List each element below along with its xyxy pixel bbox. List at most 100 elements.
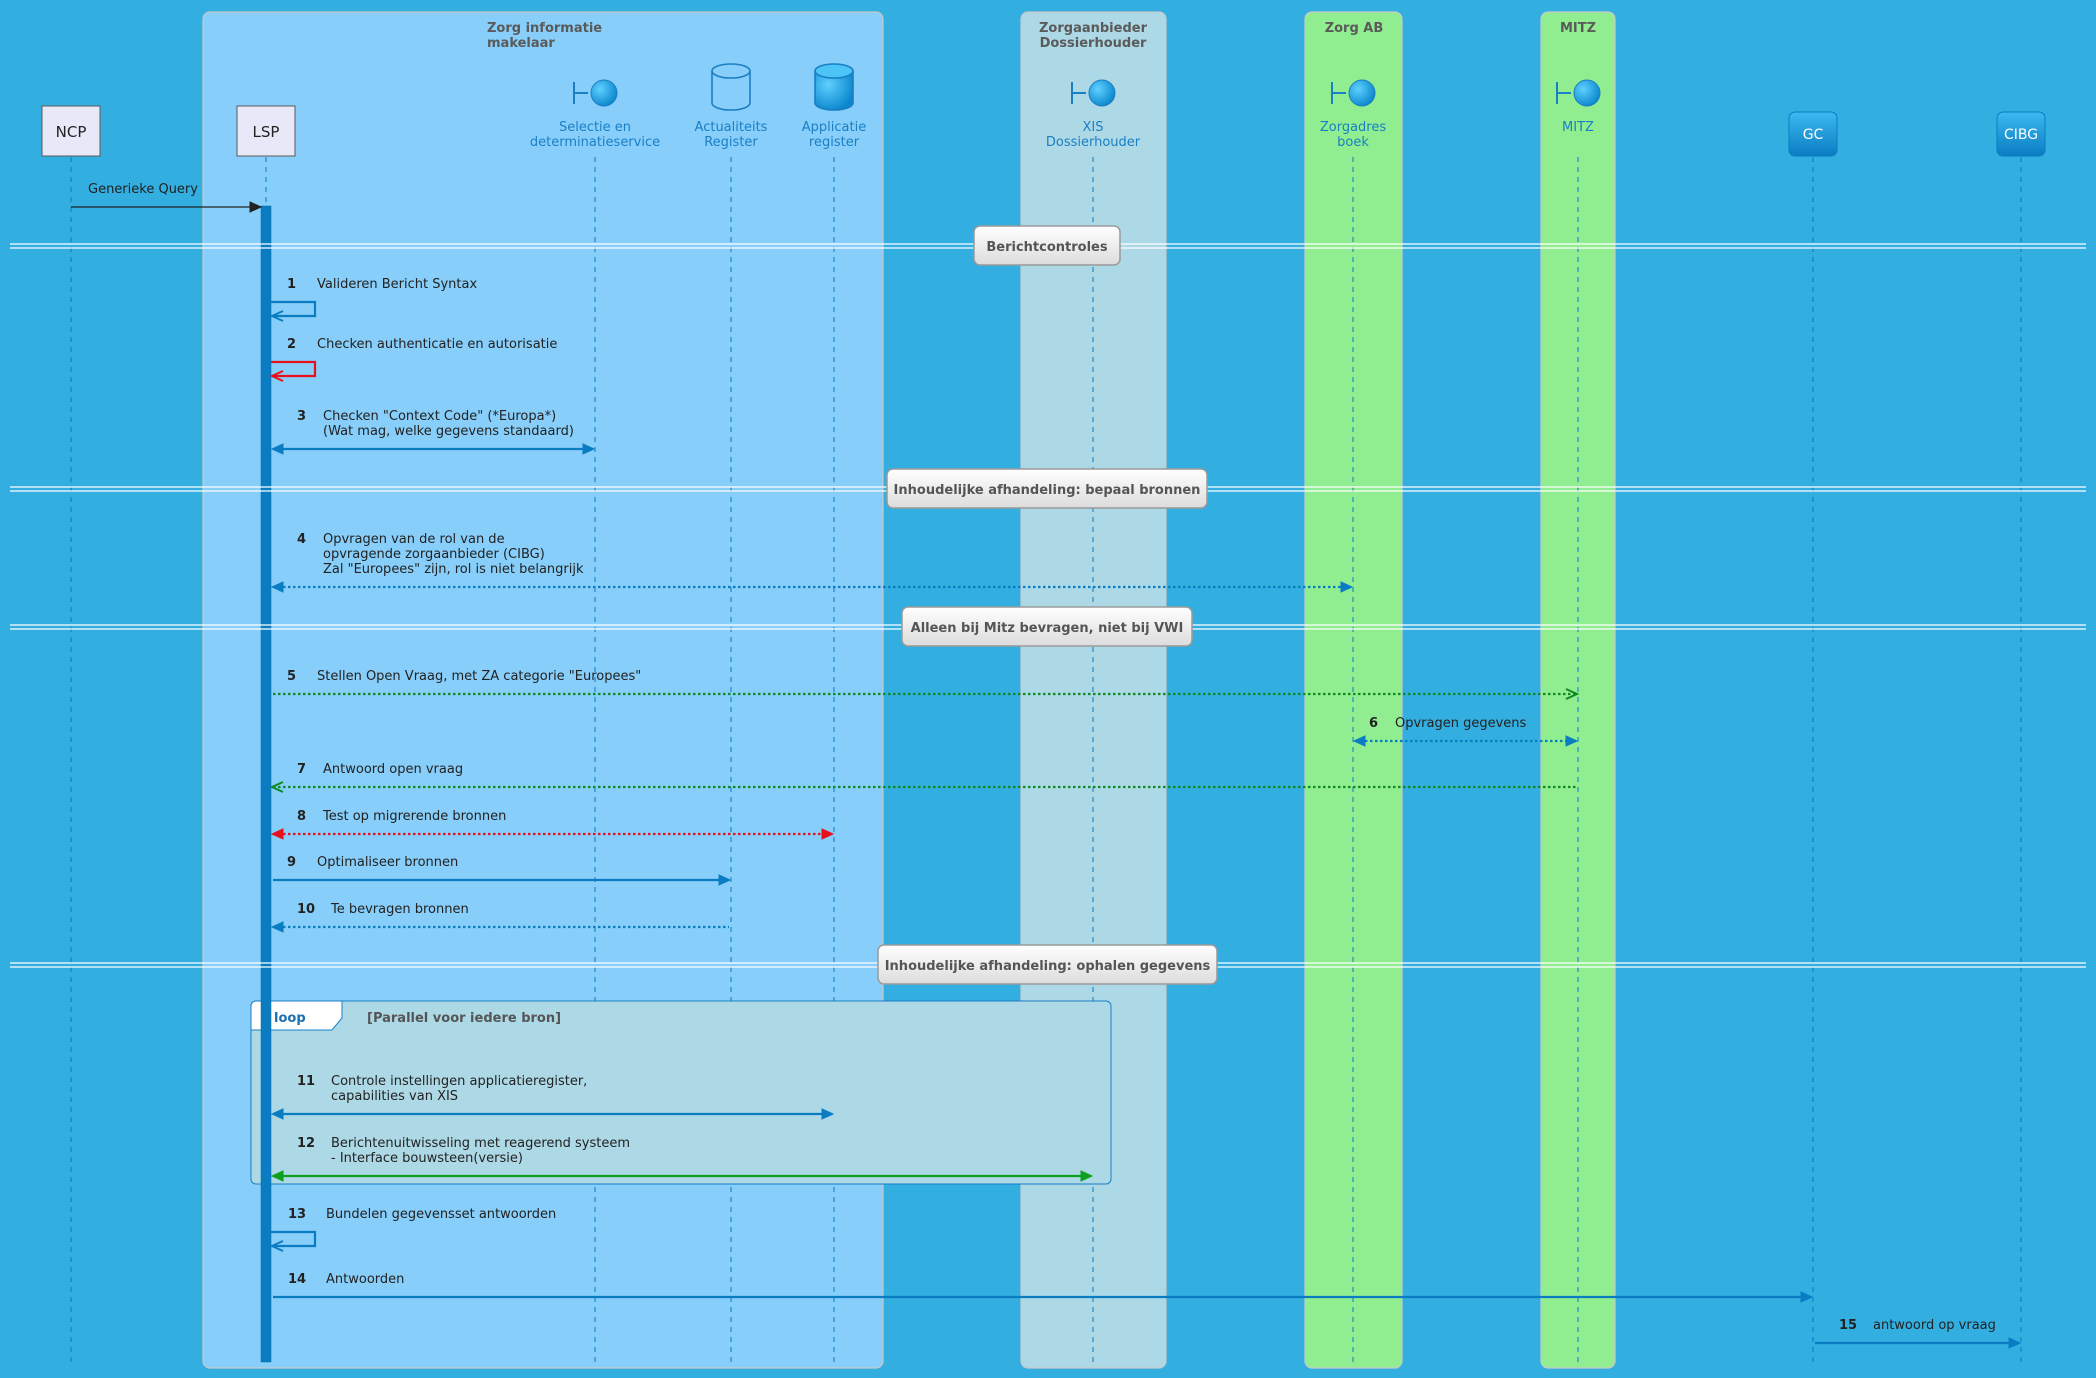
box-title-zad: Zorgaanbieder <box>1039 21 1148 36</box>
boundary-icon <box>573 79 618 107</box>
message-label: Stellen Open Vraag, met ZA categorie "Eu… <box>317 669 641 684</box>
message-label: Zal "Europees" zijn, rol is niet belangr… <box>323 562 584 577</box>
lsp-activation-bar <box>260 205 272 1363</box>
participant-cibg <box>1996 111 2046 157</box>
loop-condition: [Parallel voor iedere bron] <box>367 1011 561 1026</box>
message-label: Opvragen gegevens <box>1395 716 1527 731</box>
arrow-head <box>1080 1170 1094 1182</box>
arrow-head <box>821 1108 835 1120</box>
participant-label-act: Register <box>704 135 758 150</box>
divider-label: Inhoudelijke afhandeling: ophalen gegeve… <box>885 959 1211 974</box>
boundary-icon <box>1331 79 1376 107</box>
message-2: 2 Checken authenticatie en autorisatie <box>269 337 557 382</box>
arrow-head <box>269 1240 284 1252</box>
message-number: 6 <box>1369 716 1378 731</box>
message-label: Test op migrerende bronnen <box>322 809 506 824</box>
box-title-zim: makelaar <box>487 36 555 51</box>
message-number: 9 <box>287 855 296 870</box>
participant-label-mitzp: MITZ <box>1562 120 1594 135</box>
loop-tab <box>250 1000 343 1031</box>
arrow-head <box>269 370 284 382</box>
message-label: (Wat mag, welke gegevens standaard) <box>323 424 574 439</box>
participant-label-app: Applicatie <box>802 120 866 135</box>
participant-label-ncp: NCP <box>56 123 87 141</box>
message-label: Antwoorden <box>326 1272 404 1287</box>
message-number: 12 <box>297 1136 315 1151</box>
message-label: Bundelen gegevensset antwoorden <box>326 1207 556 1222</box>
arrow-head <box>249 201 263 213</box>
message-6: 6 Opvragen gegevens <box>1352 716 1579 747</box>
arrow-head <box>582 443 596 455</box>
divider-label: Berichtcontroles <box>986 240 1107 255</box>
message-11: 11 Controle instellingen applicatieregist… <box>270 1074 835 1120</box>
box-title-zim: Zorg informatie <box>487 21 602 36</box>
box-title-zab: Zorg AB <box>1325 21 1384 36</box>
arrow-head <box>270 1108 284 1120</box>
message-label: Optimaliseer bronnen <box>317 855 458 870</box>
arrow-head <box>718 874 732 886</box>
message-label: Generieke Query <box>88 182 198 197</box>
message-number: 15 <box>1839 1318 1857 1333</box>
loop-keyword: loop <box>274 1011 306 1026</box>
message-label: Antwoord open vraag <box>323 762 463 777</box>
self-arrow <box>271 360 317 378</box>
divider-label: Alleen bij Mitz bevragen, niet bij VWI <box>911 621 1184 636</box>
message-number: 14 <box>288 1272 306 1287</box>
message-number: 5 <box>287 669 296 684</box>
box-title-mitz: MITZ <box>1560 21 1596 36</box>
arrow-head <box>270 921 284 933</box>
arrow-head <box>1800 1291 1814 1303</box>
divider-label-box <box>973 225 1121 266</box>
message-14: 14 Antwoorden <box>273 1272 1814 1303</box>
arrow-head <box>269 310 284 322</box>
message-number: 13 <box>288 1207 306 1222</box>
arrow-head <box>270 1170 284 1182</box>
message-9: 9 Optimaliseer bronnen <box>273 855 732 886</box>
message-15: 15 antwoord op vraag <box>1815 1318 2022 1349</box>
divider-label-box <box>901 606 1193 647</box>
box-title-zad: Dossierhouder <box>1040 36 1147 51</box>
message-label: - Interface bouwsteen(versie) <box>331 1151 523 1166</box>
participant-label-sel: determinatieservice <box>530 135 660 150</box>
arrow-head <box>1352 735 1366 747</box>
participant-gc <box>1788 111 1838 157</box>
message-number: 2 <box>287 337 296 352</box>
message-label: Opvragen van de rol van de <box>323 532 505 547</box>
message-label: Checken authenticatie en autorisatie <box>317 337 557 352</box>
self-arrow <box>271 300 317 318</box>
arrow-head <box>1340 581 1354 593</box>
message-label: antwoord op vraag <box>1873 1318 1996 1333</box>
message-number: 4 <box>297 532 306 547</box>
participant-label-lsp: LSP <box>253 123 280 141</box>
participant-label-xis: Dossierhouder <box>1046 135 1141 150</box>
message-generieke-query: Generieke Query <box>71 182 263 213</box>
participant-label-zadr: Zorgadres <box>1320 120 1387 135</box>
divider-label-box <box>886 468 1208 509</box>
participant-label-app: register <box>809 135 860 150</box>
participant-label-xis: XIS <box>1083 120 1104 135</box>
arrow-head <box>269 781 284 793</box>
divider-label-box <box>877 944 1218 985</box>
participant-label-sel: Selectie en <box>559 120 631 135</box>
arrow-head <box>1565 735 1579 747</box>
message-number: 11 <box>297 1074 315 1089</box>
participant-label-gc: GC <box>1803 127 1824 143</box>
message-label: Controle instellingen applicatieregister… <box>331 1074 587 1089</box>
participant-label-cibg: CIBG <box>2004 127 2038 143</box>
message-number: 7 <box>297 762 306 777</box>
message-5: 5 Stellen Open Vraag, met ZA categorie "E… <box>273 669 1580 700</box>
database-icon <box>814 63 854 111</box>
divider-label: Inhoudelijke afhandeling: bepaal bronnen <box>894 483 1201 498</box>
database-icon <box>711 63 751 111</box>
message-label: Valideren Bericht Syntax <box>317 277 477 292</box>
message-13: 13 Bundelen gegevensset antwoorden <box>269 1207 556 1252</box>
arrow-head <box>270 443 284 455</box>
arrow-head <box>2008 1337 2022 1349</box>
self-arrow <box>271 1230 317 1248</box>
